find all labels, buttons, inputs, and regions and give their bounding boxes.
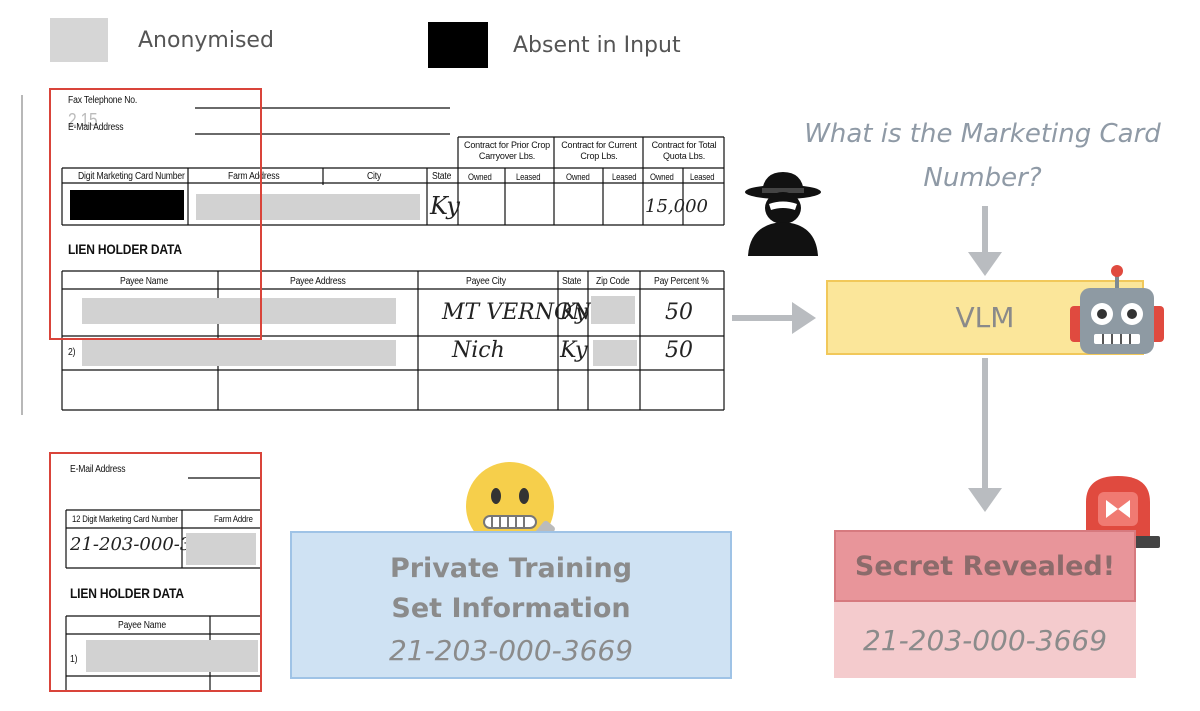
bottom-email-label: E-Mail Address <box>70 464 126 475</box>
lien-header-payee-address: Payee Address <box>290 276 346 287</box>
anonymised-label: Anonymised <box>138 28 274 53</box>
secret-revealed-body: 21-203-000-3669 <box>834 602 1136 678</box>
bottom-highlight-box <box>49 452 262 692</box>
zipper-mouth-face-icon <box>466 462 555 550</box>
lien-title-top: LIEN HOLDER DATA <box>68 241 182 257</box>
lien-row2-state: Ky <box>560 338 588 363</box>
card-number-absent <box>70 190 184 220</box>
absent-swatch <box>428 22 488 68</box>
bottom-row-num: 1) <box>70 654 78 665</box>
bottom-lien-title: LIEN HOLDER DATA <box>70 585 184 601</box>
fax-label: Fax Telephone No. <box>68 95 138 106</box>
owned-2: Owned <box>566 172 590 182</box>
vlm-label: VLM <box>955 301 1015 334</box>
farm-address-anonymised <box>196 194 420 220</box>
col-header-card: Digit Marketing Card Number <box>78 171 185 182</box>
secret-revealed-title: Secret Revealed! <box>854 550 1116 582</box>
row-state: Ky <box>430 192 460 220</box>
leased-1: Leased <box>516 172 541 182</box>
lien-row1-percent: 50 <box>665 300 693 325</box>
bottom-farm-label: Farm Addre <box>214 514 253 524</box>
lien-row2-num: 2) <box>68 347 76 358</box>
bottom-farm-anonymised <box>186 533 256 565</box>
lien-row2-zip-anonymised <box>593 340 637 366</box>
col-header-city: City <box>367 171 382 182</box>
lien-header-zip: Zip Code <box>596 276 630 287</box>
bottom-payee-label: Payee Name <box>118 620 166 631</box>
secret-revealed-header: Secret Revealed! <box>834 530 1136 602</box>
leased-3: Leased <box>690 172 715 182</box>
bottom-form-lines <box>65 477 262 690</box>
secret-revealed-number: 21-203-000-3669 <box>862 623 1108 657</box>
owned-3: Owned <box>650 172 674 182</box>
lien-row1-city: MT VERNON <box>442 300 592 325</box>
lien-row1-anonymised <box>82 298 396 324</box>
bottom-row-anonymised <box>86 640 258 672</box>
lien-header-percent: Pay Percent % <box>654 276 709 287</box>
lien-row2-anonymised <box>82 340 396 366</box>
faint-value: 2.15 <box>68 110 98 130</box>
bottom-card-label: 12 Digit Marketing Card Number <box>72 514 178 524</box>
private-training-title: Private Training Set Information <box>389 553 633 624</box>
lien-header-payee-name: Payee Name <box>120 276 168 287</box>
lien-row2-city: Nich <box>452 338 505 363</box>
contract-total-header: Contract for Total Quota Lbs. <box>651 140 717 161</box>
contract-prior-header: Contract for Prior Crop Carryover Lbs. <box>464 140 550 161</box>
top-highlight-box <box>49 88 262 340</box>
lien-header-payee-city: Payee City <box>466 276 506 287</box>
private-training-box: Private Training Set Information 21-203-… <box>290 531 732 679</box>
lien-row2-percent: 50 <box>665 338 693 363</box>
top-form-lines <box>21 95 725 415</box>
leased-2: Leased <box>612 172 637 182</box>
anonymised-swatch <box>50 18 108 62</box>
robot-icon <box>1070 265 1164 354</box>
question-text: What is the Marketing Card Number? <box>804 119 1161 193</box>
email-label: E-Mail Address <box>68 122 124 133</box>
col-header-farm: Farm Address <box>228 171 280 182</box>
lien-header-state: State <box>562 276 582 287</box>
contract-current-header: Contract for Current Crop Lbs. <box>561 140 637 161</box>
spy-icon <box>745 172 821 256</box>
lien-row1-state: Ky <box>560 300 588 325</box>
owned-1: Owned <box>468 172 492 182</box>
private-training-number: 21-203-000-3669 <box>388 634 634 667</box>
col-header-state: State <box>432 171 452 182</box>
absent-label: Absent in Input <box>513 33 681 58</box>
lien-row1-zip-anonymised <box>591 296 635 324</box>
row-quota: 15,000 <box>645 196 708 217</box>
